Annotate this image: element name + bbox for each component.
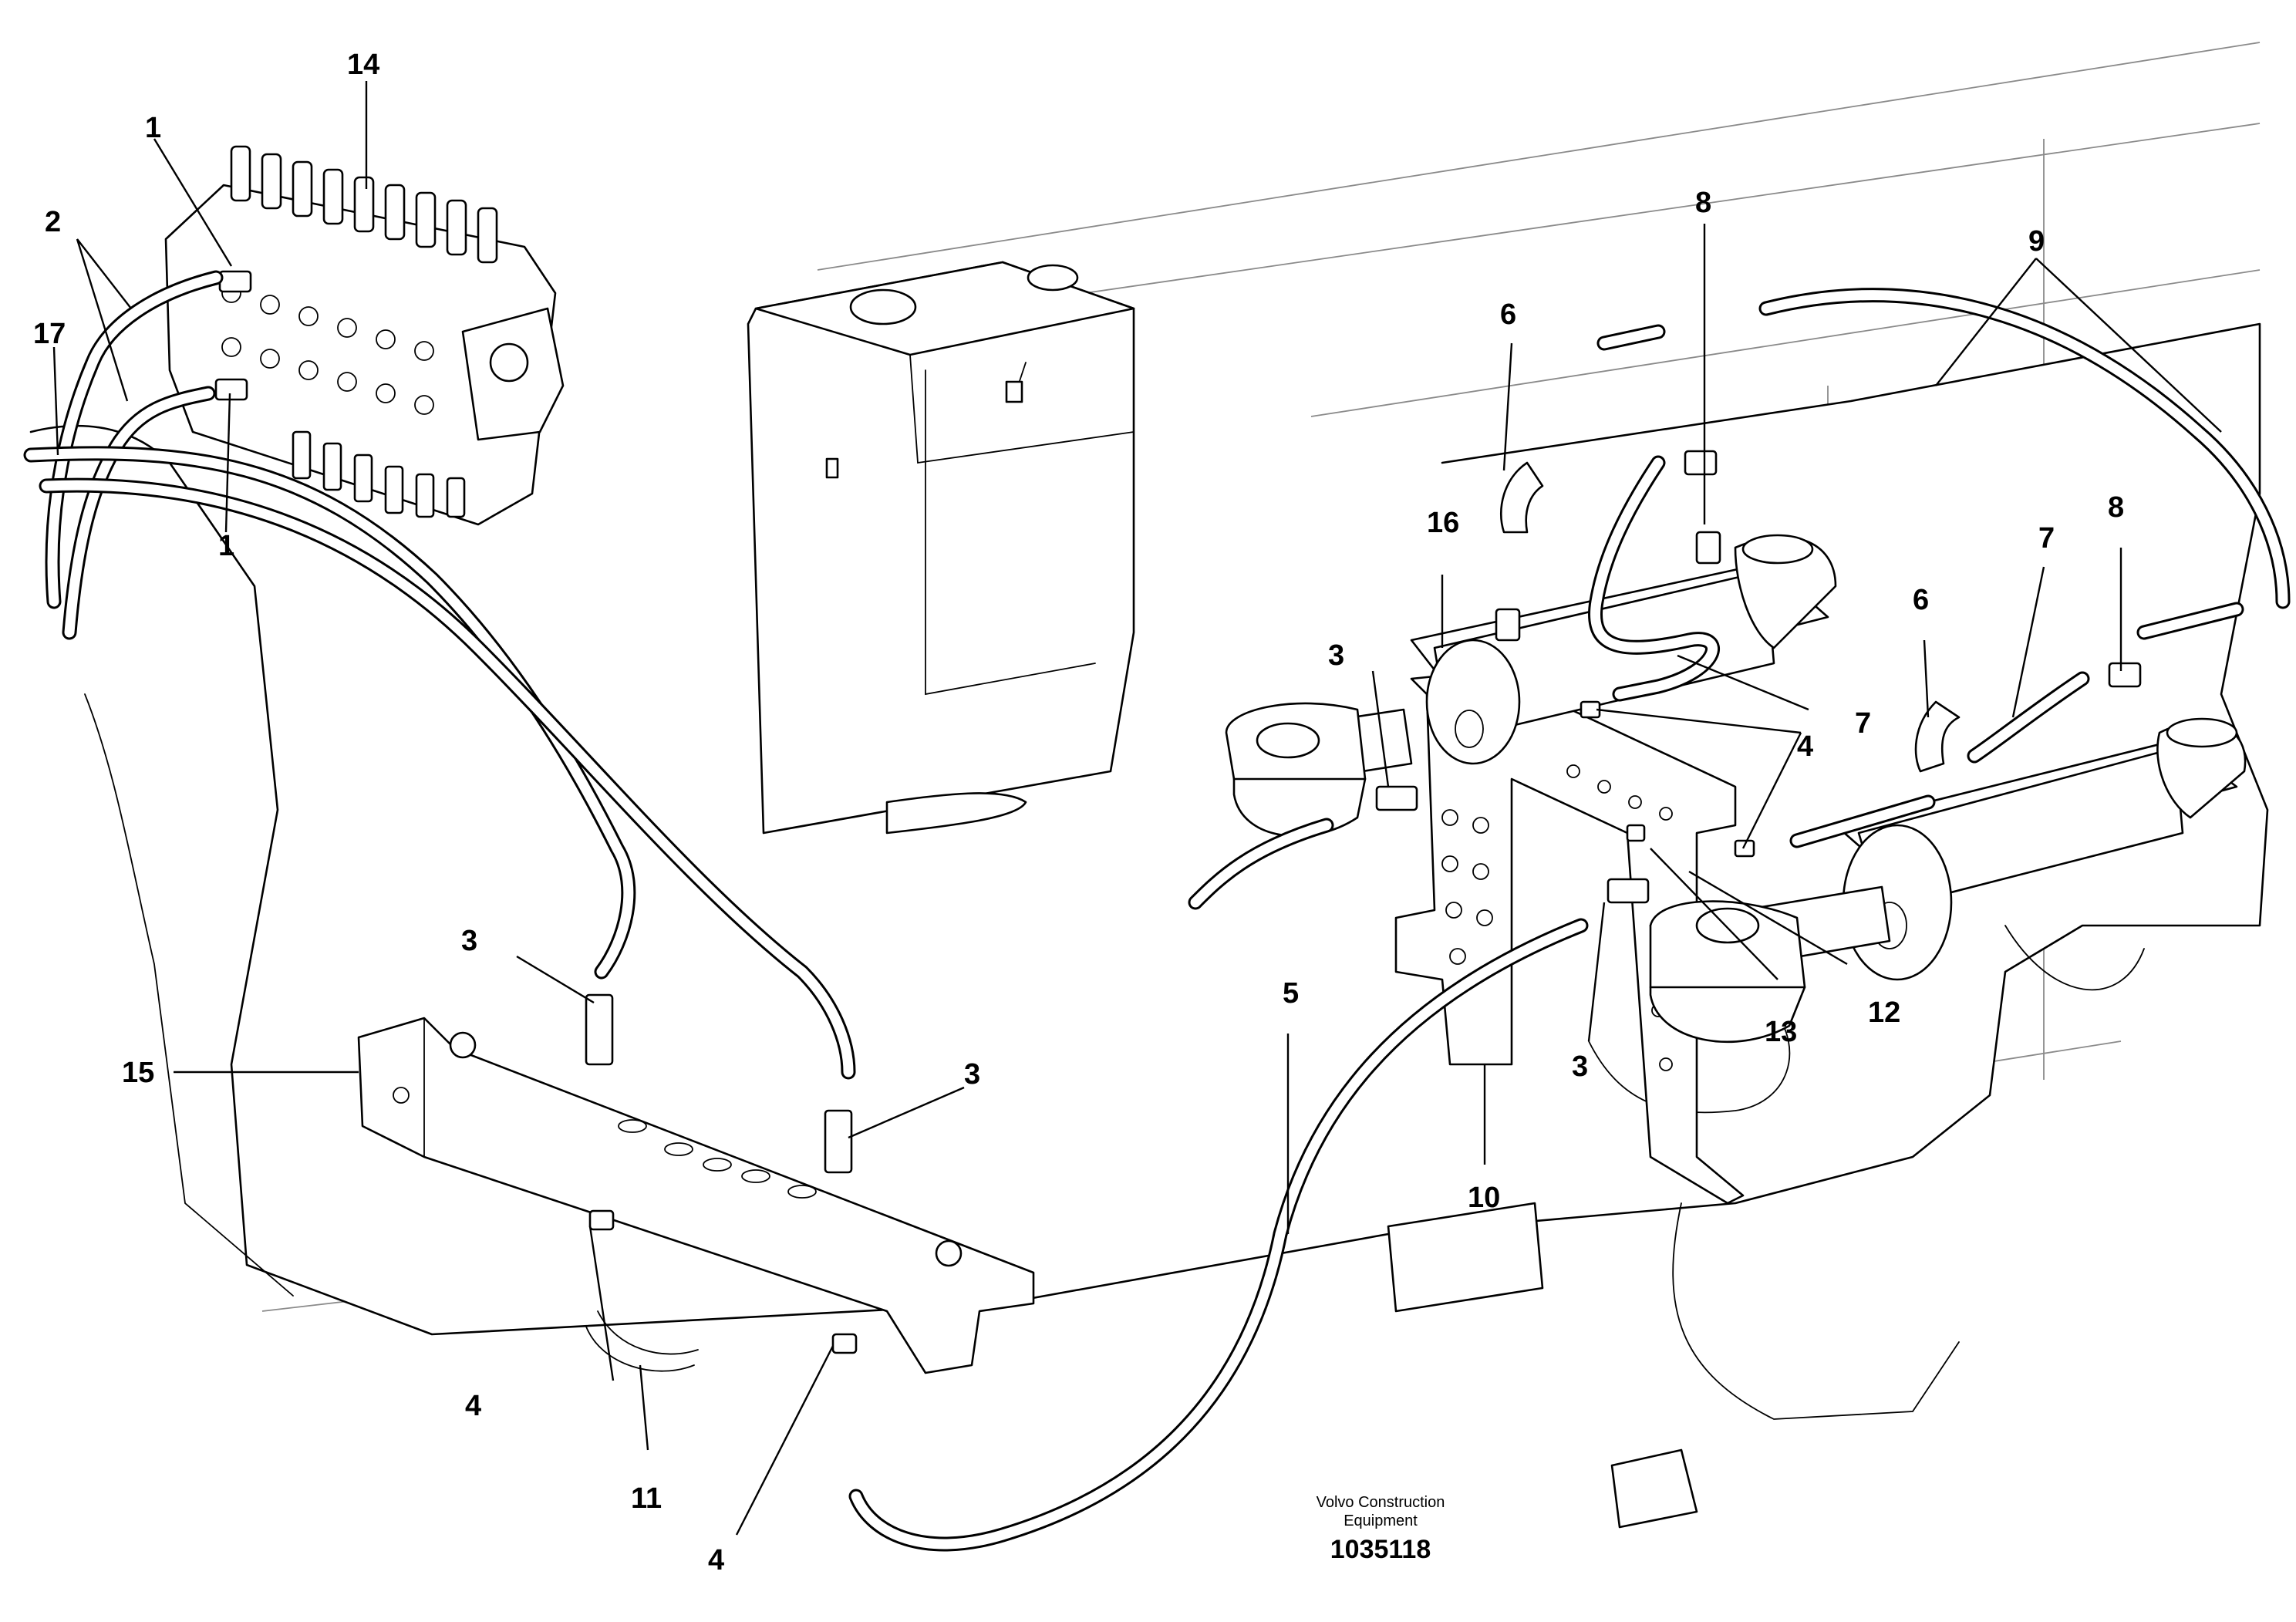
valve-fittings [214, 270, 252, 401]
callout-1-lower: 1 [218, 530, 234, 562]
callout-8-lower: 8 [2108, 491, 2124, 524]
callout-3-bracket-right: 3 [964, 1058, 980, 1091]
callout-1-upper: 1 [145, 112, 161, 144]
callout-11: 11 [631, 1482, 662, 1515]
callout-4-right: 4 [1797, 730, 1813, 763]
tower-bracket [747, 261, 1135, 835]
callout-12: 12 [1868, 996, 1900, 1029]
callout-14: 14 [347, 49, 379, 81]
brand-line-1: Volvo Construction [1317, 1494, 1445, 1511]
callout-16: 16 [1427, 507, 1459, 539]
callout-17: 17 [33, 318, 66, 350]
callout-5: 5 [1283, 977, 1299, 1010]
callout-4-bottom: 4 [708, 1544, 724, 1576]
callout-3-bracket-left: 3 [461, 925, 477, 957]
control-valve [164, 145, 565, 526]
hydraulic-hoses [23, 270, 2291, 1552]
drawing-number: 1035118 [1330, 1535, 1431, 1564]
callout-labels: 1 1 2 14 17 3 3 3 3 4 4 4 5 6 6 7 7 8 8 … [33, 49, 2124, 1576]
steering-cylinder-upper [1225, 534, 1837, 838]
callout-4-left: 4 [465, 1390, 481, 1422]
callout-7-upper: 7 [1855, 707, 1871, 740]
valve-ports [221, 283, 434, 415]
callout-9: 9 [2028, 225, 2045, 258]
steering-cylinder-lower [1649, 717, 2247, 1044]
callout-15: 15 [122, 1057, 154, 1089]
brand-line-2: Equipment [1344, 1512, 1418, 1529]
plate-holes [1441, 764, 1673, 1071]
callout-6-upper: 6 [1500, 298, 1516, 331]
leader-lines [52, 81, 2222, 1536]
callout-8-upper: 8 [1695, 187, 1711, 219]
callout-6-lower: 6 [1913, 584, 1929, 616]
mount-bracket [357, 1017, 1035, 1374]
callout-3-plate: 3 [1572, 1050, 1588, 1083]
valve-spools [230, 145, 498, 518]
callout-3-cylinder: 3 [1328, 639, 1344, 672]
callout-2: 2 [45, 206, 61, 238]
callout-10: 10 [1468, 1182, 1500, 1214]
callout-7-lower: 7 [2038, 522, 2055, 555]
callout-13: 13 [1765, 1016, 1797, 1048]
drawing-footer: Volvo Construction Equipment 1035118 [1317, 1494, 1445, 1564]
fittings [585, 450, 2142, 1354]
